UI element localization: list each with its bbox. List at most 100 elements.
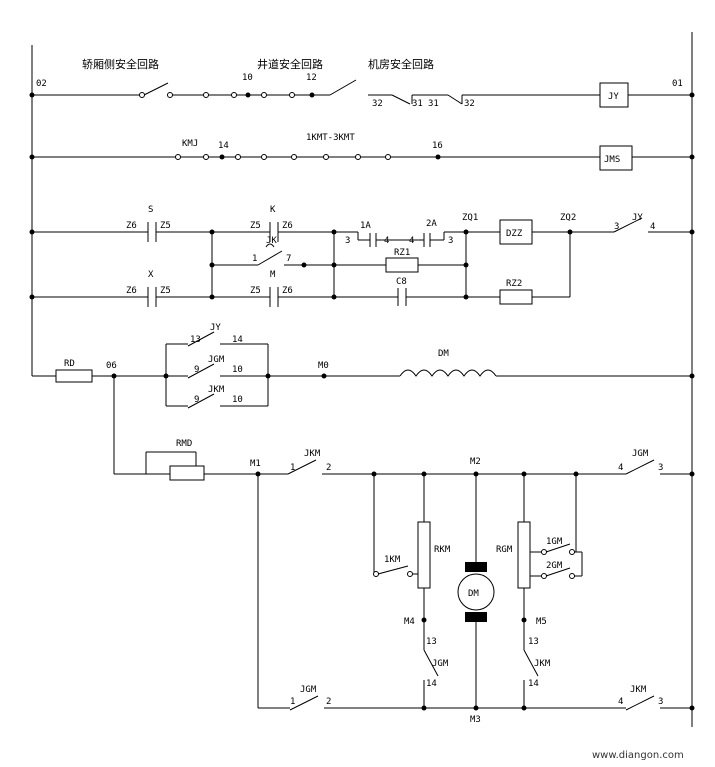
svg-text:1A: 1A (360, 221, 371, 231)
door-lock-row (29, 145, 695, 171)
svg-text:JGM: JGM (300, 685, 317, 695)
svg-text:3: 3 (448, 236, 453, 246)
watermark-text: www.diangon.com (592, 750, 684, 761)
svg-text:JKM: JKM (534, 659, 551, 669)
safety-loop-row (29, 79, 695, 108)
svg-text:32: 32 (464, 99, 475, 109)
rkm-label: RKM (434, 545, 451, 555)
svg-text:13: 13 (190, 335, 201, 345)
rgm-rheostat (517, 521, 531, 589)
svg-text:M2: M2 (470, 457, 481, 467)
motor-label: DM (468, 589, 479, 599)
jms-relay-coil (599, 145, 633, 171)
svg-text:06: 06 (106, 361, 117, 371)
dm-coil-label: DM (438, 349, 449, 359)
svg-text:2: 2 (326, 697, 331, 707)
svg-text:4: 4 (618, 463, 623, 473)
rkm-rheostat (417, 521, 431, 589)
c8-label: C8 (396, 277, 407, 287)
svg-text:Z6: Z6 (126, 286, 137, 296)
svg-text:JGM: JGM (432, 659, 449, 669)
svg-text:2GM: 2GM (546, 561, 563, 571)
car-door-loop-label: 轿厢侧安全回路 (82, 57, 159, 71)
node-01-label: 01 (672, 79, 683, 89)
machine-room-loop-label: 机房安全回路 (368, 57, 434, 71)
svg-text:1KM: 1KM (384, 555, 401, 565)
svg-text:JK: JK (266, 236, 277, 246)
svg-text:JKM: JKM (208, 385, 225, 395)
svg-text:3: 3 (614, 222, 619, 232)
rd-fuse (55, 369, 93, 383)
svg-text:JY: JY (632, 213, 643, 223)
svg-text:JGM: JGM (208, 355, 225, 365)
svg-text:M4: M4 (404, 617, 415, 627)
svg-text:14: 14 (218, 141, 229, 151)
svg-text:10: 10 (232, 395, 243, 405)
jy-coil-label: JY (608, 92, 619, 102)
svg-text:14: 14 (528, 679, 539, 689)
jk-rz1-branch (209, 232, 469, 297)
svg-text:M3: M3 (470, 715, 481, 725)
node-02-label: 02 (36, 79, 47, 89)
rz2-label: RZ2 (506, 279, 522, 289)
dm-motor-armature (457, 573, 495, 611)
shaft-loop-label: 井道安全回路 (257, 57, 323, 71)
field-winding-row (32, 331, 695, 409)
svg-text:14: 14 (232, 335, 243, 345)
svg-text:3: 3 (658, 463, 663, 473)
svg-text:JKM: JKM (630, 685, 647, 695)
node-10-label: 10 (242, 73, 253, 83)
svg-text:X: X (148, 270, 154, 280)
svg-text:JY: JY (210, 323, 221, 333)
svg-text:K: K (270, 205, 276, 215)
svg-text:Z6: Z6 (282, 286, 293, 296)
svg-text:1GM: 1GM (546, 537, 563, 547)
rd-label: RD (64, 359, 75, 369)
svg-text:2: 2 (326, 463, 331, 473)
svg-text:M0: M0 (318, 361, 329, 371)
svg-text:JGM: JGM (632, 449, 649, 459)
rmd-resistor (169, 465, 205, 481)
dzz-coil (499, 219, 533, 245)
rgm-label: RGM (496, 545, 513, 555)
svg-text:Z5: Z5 (160, 286, 171, 296)
svg-text:13: 13 (528, 637, 539, 647)
svg-text:M1: M1 (250, 459, 261, 469)
svg-text:32: 32 (372, 99, 383, 109)
svg-text:M: M (270, 270, 276, 280)
svg-text:14: 14 (426, 679, 437, 689)
svg-text:4: 4 (650, 222, 655, 232)
svg-text:10: 10 (232, 365, 243, 375)
jms-coil-label: JMS (604, 155, 620, 165)
svg-text:4: 4 (618, 697, 623, 707)
svg-text:ZQ1: ZQ1 (462, 213, 478, 223)
svg-text:ZQ2: ZQ2 (560, 213, 576, 223)
svg-text:1KMT-3KMT: 1KMT-3KMT (306, 133, 355, 143)
svg-text:KMJ: KMJ (182, 139, 198, 149)
armature-circuit (113, 376, 695, 711)
rz2-resistor (499, 289, 533, 305)
svg-text:M5: M5 (536, 617, 547, 627)
svg-text:16: 16 (432, 141, 443, 151)
dzz-label: DZZ (506, 229, 523, 239)
svg-text:1: 1 (290, 463, 295, 473)
svg-text:7: 7 (286, 254, 291, 264)
svg-text:JKM: JKM (304, 449, 321, 459)
door-control-row-lower (29, 232, 571, 307)
svg-text:2A: 2A (426, 219, 437, 229)
svg-text:4: 4 (384, 236, 389, 246)
svg-text:31: 31 (428, 99, 439, 109)
svg-text:1: 1 (252, 254, 257, 264)
svg-text:3: 3 (345, 236, 350, 246)
node-12-label: 12 (306, 73, 317, 83)
door-control-row-upper (29, 217, 695, 247)
svg-text:Z5: Z5 (160, 221, 171, 231)
rz1-resistor (385, 257, 419, 273)
svg-text:Z6: Z6 (126, 221, 137, 231)
svg-text:9: 9 (194, 395, 199, 405)
svg-text:9: 9 (194, 365, 199, 375)
rz1-label: RZ1 (394, 248, 410, 258)
dm-field-coil (399, 369, 497, 377)
svg-text:4: 4 (409, 236, 414, 246)
